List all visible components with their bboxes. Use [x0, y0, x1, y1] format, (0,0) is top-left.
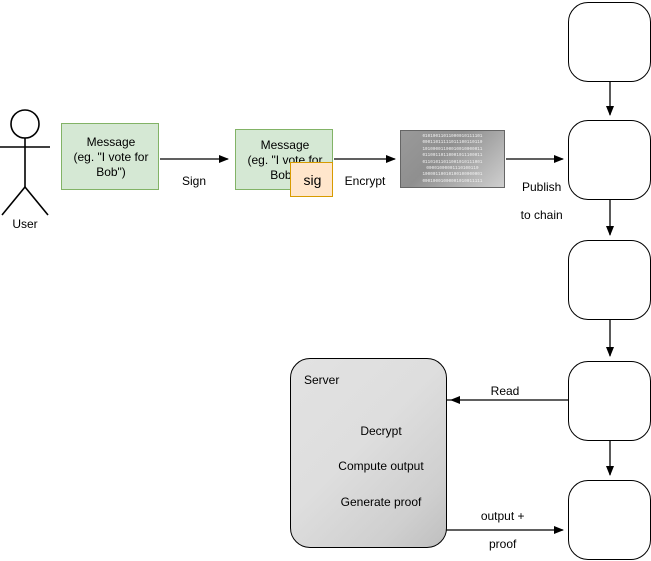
actor-right-leg-line — [24, 186, 49, 216]
cipher-row: 00010001000001010011111 — [422, 179, 483, 184]
cipher-row: 01010011011000010111101 — [422, 135, 483, 139]
user-actor-label: User — [12, 217, 38, 231]
chain-block-1[interactable] — [568, 2, 651, 82]
cipher-row: 00011011111011100110110 — [422, 141, 483, 146]
message-box-original[interactable]: Message (eg. "I vote for Bob") — [61, 123, 159, 190]
chain-block-5[interactable] — [568, 480, 651, 560]
cipher-row: 00001000001110100110 — [426, 167, 479, 172]
output-proof-label-line-2: proof — [488, 537, 517, 551]
sign-edge-label: Sign — [181, 174, 207, 188]
message-box-original-text: Message (eg. "I vote for Bob") — [62, 124, 160, 191]
chain-block-4[interactable] — [568, 361, 651, 441]
output-proof-label-line-1: output + — [480, 509, 525, 523]
server-container[interactable] — [290, 358, 447, 548]
publish-edge-label: Publish to chain — [503, 166, 567, 236]
chain-block-3[interactable] — [568, 240, 651, 320]
server-step-decrypt: Decrypt — [360, 424, 402, 438]
server-title-label: Server — [304, 373, 340, 387]
message-line-2: (eg. "I vote for — [73, 150, 149, 164]
publish-edge-label-line-1: Publish — [521, 180, 562, 194]
cipher-row: 10100001100010010000011 — [422, 147, 483, 152]
signature-box[interactable]: sig — [290, 162, 333, 197]
output-proof-edge-label: output + proof — [455, 495, 537, 561]
message-line-3: Bob") — [96, 165, 126, 179]
server-step-generate-proof: Generate proof — [340, 495, 422, 509]
encrypted-payload-block[interactable]: 01010011011000010111101 0001101111101110… — [400, 130, 505, 188]
user-actor-figure — [0, 109, 50, 216]
cipher-row: 01100110110001011100011 — [422, 154, 483, 159]
chain-block-2[interactable] — [568, 120, 651, 200]
signed-message-line-1: Message — [260, 138, 310, 152]
signature-label: sig — [303, 172, 322, 188]
encrypt-edge-label: Encrypt — [344, 174, 386, 188]
cipher-row: 10000110010100100000001 — [422, 173, 483, 178]
actor-left-leg-line — [1, 186, 26, 216]
cipher-row: 01101011011001010111001 — [422, 160, 483, 165]
server-step-compute-output: Compute output — [338, 459, 424, 473]
publish-edge-label-line-2: to chain — [520, 208, 563, 222]
actor-head-icon — [10, 109, 40, 139]
read-edge-label: Read — [490, 384, 520, 398]
message-line-1: Message — [86, 135, 136, 149]
